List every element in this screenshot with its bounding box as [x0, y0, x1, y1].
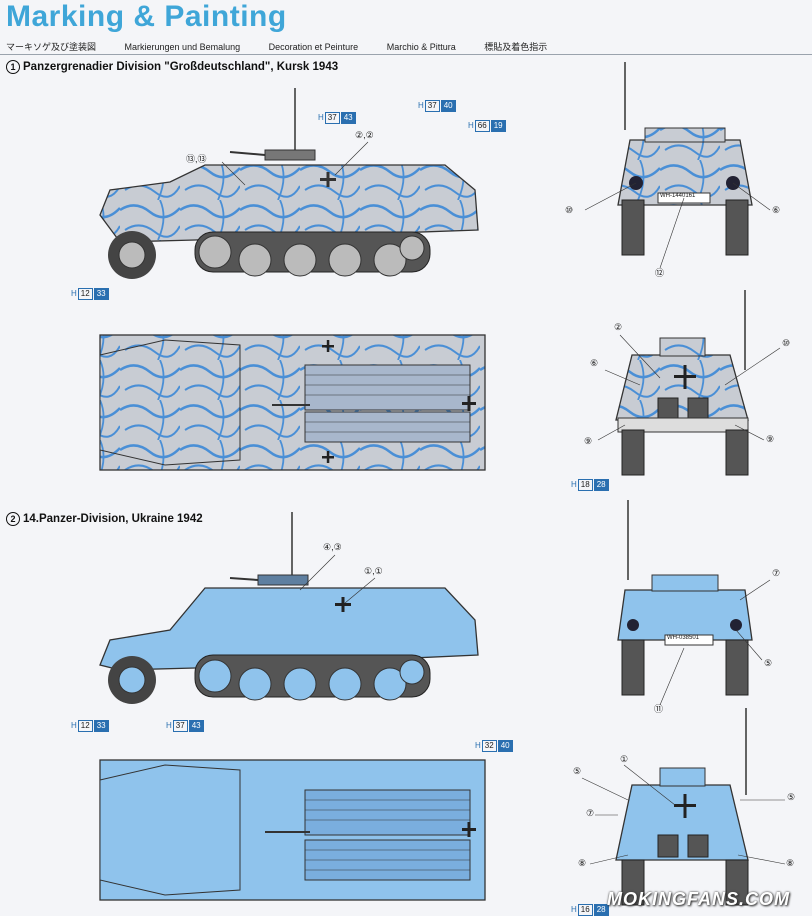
header-divider — [0, 54, 812, 55]
callout-leaders — [221, 141, 786, 865]
section-2-number: 2 — [6, 512, 20, 526]
s2-top-view — [99, 759, 486, 901]
decal-callout: ⑦ — [772, 568, 781, 578]
subtitle-japanese: マーキソゲ及び塗装図 — [6, 42, 97, 52]
decal-callout: ⑥ — [772, 205, 781, 215]
front-plate-s1: WH-1440161 — [660, 193, 696, 199]
front-plate-s2: WH-038501 — [667, 635, 700, 641]
s1-top-view — [99, 334, 486, 471]
subtitle-italian: Marchio & Pittura — [386, 42, 456, 52]
s2-side-view — [99, 512, 479, 704]
subtitle-chinese: 標貼及着色指示 — [484, 42, 548, 52]
subtitle-row: マーキソゲ及び塗装図 Markierungen und Bemalung Dec… — [6, 40, 573, 53]
decal-callout: ⑤ — [764, 658, 773, 668]
page-title: Marking & Painting — [6, 0, 287, 33]
subtitle-french: Decoration et Peinture — [268, 42, 359, 52]
s1-side-view — [99, 88, 479, 279]
decal-callout: ⑧ — [578, 858, 587, 868]
decal-callout: ①,① — [364, 566, 383, 576]
decal-callout: ⑧ — [786, 858, 795, 868]
decal-callout: ⑩ — [565, 205, 574, 215]
decal-callout: ⑩ — [782, 338, 791, 348]
decal-callout: ⑫ — [655, 268, 665, 278]
section-1-number: 1 — [6, 60, 20, 74]
decal-callout: ⑨ — [584, 436, 593, 446]
decal-callout: ⑬,⑬ — [186, 154, 207, 164]
decal-callout: ⑤ — [787, 792, 796, 802]
section-1-label: Panzergrenadier Division "Großdeutschlan… — [23, 61, 339, 73]
decal-callout: ⑨ — [766, 434, 775, 444]
section-2-label: 14.Panzer-Division, Ukraine 1942 — [23, 513, 203, 525]
s1-rear-view — [615, 290, 749, 476]
decal-callout: ⑦ — [586, 808, 595, 818]
s2-front-view — [617, 500, 753, 696]
decal-callout: ④,③ — [323, 542, 342, 552]
decal-callout: ⑥ — [590, 358, 599, 368]
subtitle-german: Markierungen und Bemalung — [124, 42, 241, 52]
s2-rear-view — [615, 708, 749, 906]
decal-callout: ②,② — [355, 130, 374, 140]
decal-callout: ② — [614, 322, 623, 332]
decal-callout: ⑪ — [654, 704, 664, 714]
decal-callout: ① — [620, 754, 629, 764]
watermark: MOKINGFANS.COM — [607, 889, 790, 909]
decal-callout: ⑤ — [573, 766, 582, 776]
s1-front-view — [617, 62, 753, 256]
